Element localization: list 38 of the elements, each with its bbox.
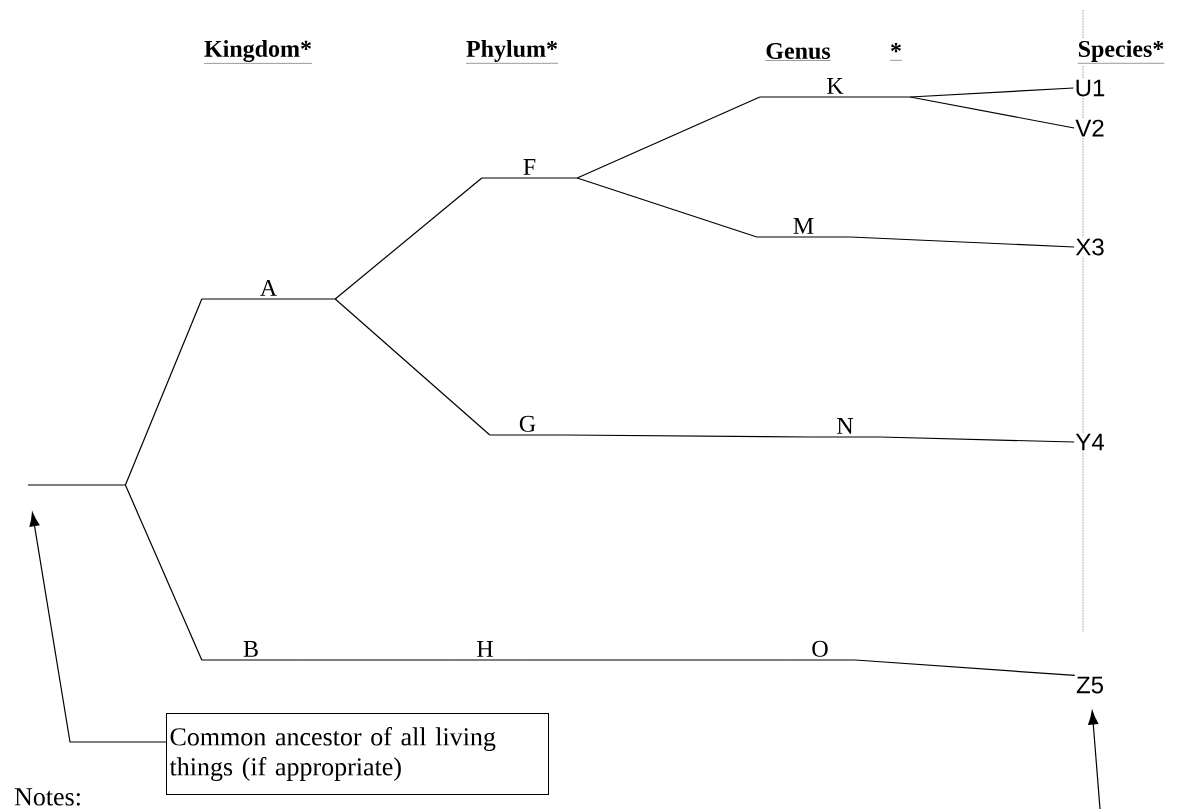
column-heading: * (889, 42, 903, 62)
branch-line (124, 484, 203, 661)
arrow (1088, 710, 1101, 809)
branch-line: G (489, 415, 566, 436)
species-label: X3 (1074, 237, 1106, 257)
branch-line: O (784, 640, 856, 661)
branch-line (854, 659, 1076, 677)
species-label: Y4 (1074, 432, 1106, 452)
species-label: U1 (1073, 78, 1107, 98)
notes-heading: Notes: (14, 788, 80, 806)
column-heading: Genus (764, 41, 832, 63)
column-heading: Species* (1076, 39, 1166, 65)
branch-line (124, 298, 203, 486)
branch-line (27, 484, 126, 486)
branch-line (909, 96, 1075, 129)
branch-line (576, 96, 761, 179)
column-heading: Kingdom* (203, 39, 313, 65)
branch-line: H (449, 641, 521, 661)
branch-line (334, 177, 483, 300)
branch-line: N (809, 418, 881, 438)
species-label: V2 (1074, 118, 1106, 138)
species-label: Z5 (1075, 675, 1105, 695)
column-heading: Phylum* (465, 39, 559, 65)
branch-line: B (201, 641, 301, 661)
branch-line: K (759, 78, 911, 98)
callout-box: Common ancestor of all living things (if appropriate) (166, 713, 549, 795)
branch-line (576, 177, 758, 238)
branch-line (849, 236, 1075, 248)
branch-line (564, 434, 811, 438)
leader-line (29, 512, 167, 743)
branch-line: F (481, 159, 578, 179)
branch-line: M (756, 218, 851, 238)
branch-line (519, 659, 786, 661)
branch-line (299, 659, 451, 661)
branch-line (879, 436, 1075, 443)
branch-line: A (201, 279, 336, 300)
branch-line (334, 298, 491, 436)
branch-line (909, 87, 1075, 98)
